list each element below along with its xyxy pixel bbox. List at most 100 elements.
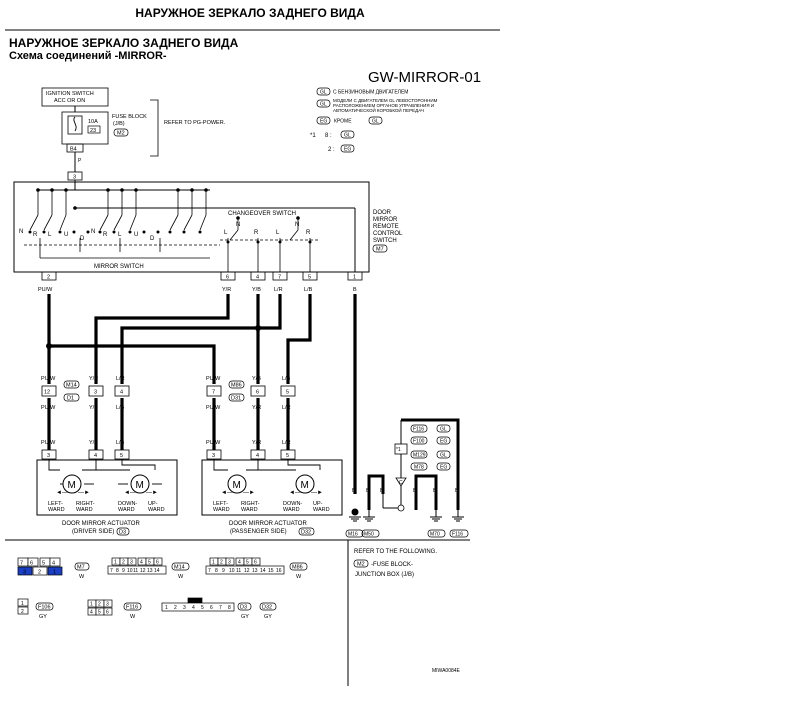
motor-ud-icon	[130, 474, 150, 494]
legend-note1-val: 8 :	[325, 133, 332, 139]
act-r-down1: DOWN-	[283, 501, 302, 507]
d3-p7: 7	[219, 605, 222, 611]
d31-badge	[228, 393, 245, 402]
f116-p4: 4	[90, 610, 93, 616]
fuse-block-jb: (J/B)	[113, 121, 125, 127]
wire-label-b-top: B	[353, 287, 357, 293]
ignition-label-2: ACC OR ON	[54, 98, 85, 104]
motor-ud2-icon	[295, 474, 315, 494]
sw-b-u: U	[134, 232, 138, 238]
f116-p2: 2	[98, 602, 101, 608]
c-d32-color: GY	[264, 614, 272, 620]
m86-r2-5: 11	[236, 568, 241, 574]
m14-r2-5: 11	[133, 568, 138, 574]
wire-label-yr-mid: Y/R	[89, 376, 98, 382]
act-r-left2: WARD	[213, 507, 230, 513]
actuator-driver: 3 4 5 M M ◄— —► ◄— —► LEFT- WARD RIGHT- …	[36, 449, 178, 536]
d3-p4: 4	[192, 605, 195, 611]
act-l-pin3: 3	[47, 453, 50, 459]
motor-lr2-m: M	[233, 480, 241, 491]
pin-top-2: 2	[47, 275, 50, 281]
ignition-label-1: IGNITION SWITCH	[46, 91, 94, 97]
d3-p6: 6	[210, 605, 213, 611]
c-d3: D3	[240, 605, 247, 611]
legend-gl-code: GL	[320, 90, 327, 96]
sw-b-r: R	[103, 232, 108, 238]
arrow-up2-icon: —►	[311, 490, 323, 496]
wire-label-yb-top: Y/B	[252, 287, 261, 293]
fuse-number: 23	[90, 128, 96, 134]
inline-connectors	[41, 385, 296, 397]
g-f100-eg: F100	[413, 439, 425, 445]
fuse-refer: REFER TO PG-POWER.	[164, 120, 226, 126]
wire-label-plw-low: PU/W	[41, 405, 56, 411]
conn-pin-4a: 4	[120, 390, 123, 396]
sw-c-n1: N	[236, 222, 240, 228]
m7-p6: 6	[30, 561, 33, 567]
m86-r2-3: 9	[222, 568, 225, 574]
sw-c-l1: L	[224, 230, 228, 236]
remote-control-switch: N R L U D N R L U D L N R L N R CHANGEOV…	[13, 180, 403, 273]
m7-p7: 7	[20, 561, 23, 567]
act-l-pin5: 5	[120, 453, 123, 459]
footer-refer: REFER TO THE FOLLOWING.	[354, 549, 437, 555]
act-l-down1: DOWN-	[118, 501, 137, 507]
page-title: НАРУЖНОЕ ЗЕРКАЛО ЗАДНЕГО ВИДА	[135, 6, 365, 20]
section-title: НАРУЖНОЕ ЗЕРКАЛО ЗАДНЕГО ВИДА	[9, 36, 239, 50]
shield-ground-icon	[397, 504, 405, 512]
m14-r1-1: 1	[114, 560, 117, 566]
m86-badge	[228, 380, 245, 389]
actuator-passenger-box	[201, 459, 343, 516]
m14-r1-6: 6	[156, 560, 159, 566]
wire-label-plw-mid: PU/W	[41, 376, 56, 382]
legend-note2-code: EG	[344, 147, 351, 153]
act-r-pin3: 3	[212, 453, 215, 459]
d3-p5: 5	[201, 605, 204, 611]
m14-r1-3: 3	[130, 560, 133, 566]
sw-c-l2: L	[276, 230, 280, 236]
arrow-right-icon: —►	[78, 490, 90, 496]
m86-r1-5: 5	[246, 560, 249, 566]
sw-c-n2: N	[295, 222, 299, 228]
actuator-passenger: 3 4 5 M M ◄— —► ◄— —► LEFT- WARD RIGHT- …	[201, 449, 343, 536]
g-m129-gl-code: GL	[440, 453, 447, 459]
act-r-pin5: 5	[286, 453, 289, 459]
f106-p2: 2	[21, 609, 24, 615]
c-m14-color: W	[178, 574, 184, 580]
star1-label: *1	[396, 447, 401, 453]
fuse-conn: M2	[117, 131, 125, 137]
g-m50: M50	[364, 532, 374, 538]
arrow-down-icon: ◄—	[124, 490, 136, 496]
changeover-switch-label: CHANGEOVER SWITCH	[228, 211, 296, 217]
act-r-left1: LEFT-	[213, 501, 228, 507]
wire-label-lb-top: L/B	[304, 287, 313, 293]
wire-label-yr-act: Y/R	[252, 440, 261, 446]
m14-r2-1: 7	[110, 568, 113, 574]
b4-pin: B4	[70, 147, 77, 153]
conn-m86: M86	[231, 383, 242, 389]
conn-d1: D1	[67, 396, 74, 402]
legend-note2-val: 2 :	[328, 147, 335, 153]
c-m7-color: W	[79, 574, 85, 580]
wire-label-yb-act: Y/B	[89, 440, 98, 446]
g-m78-eg-code: EG	[440, 465, 447, 471]
figure-code: MIWA0084E	[432, 668, 461, 674]
sw-b-n: N	[91, 229, 95, 235]
conn-pin-5: 5	[286, 390, 289, 396]
wire-splice-dots	[46, 325, 261, 349]
footer-m2-text2: JUNCTION BOX (J/B)	[355, 572, 414, 578]
diagram-code: GW-MIRROR-01	[368, 69, 481, 86]
wire-label-lb-act: L/B	[116, 440, 125, 446]
legend-eg-code: EG	[320, 119, 327, 125]
door-label-1: DOOR	[373, 210, 392, 216]
c-joint-icon	[395, 477, 407, 487]
motor-lr2-icon	[227, 474, 247, 494]
switch-conn: M7	[376, 247, 384, 253]
g-f116-gl: F116	[413, 427, 424, 433]
wire-label-yr-low: Y/R	[252, 405, 261, 411]
act-l-right2: WARD	[76, 507, 93, 513]
act-r-up1: UP-	[313, 501, 323, 507]
act-r-pin4: 4	[256, 453, 259, 459]
wire-b-g1: B	[352, 488, 356, 494]
